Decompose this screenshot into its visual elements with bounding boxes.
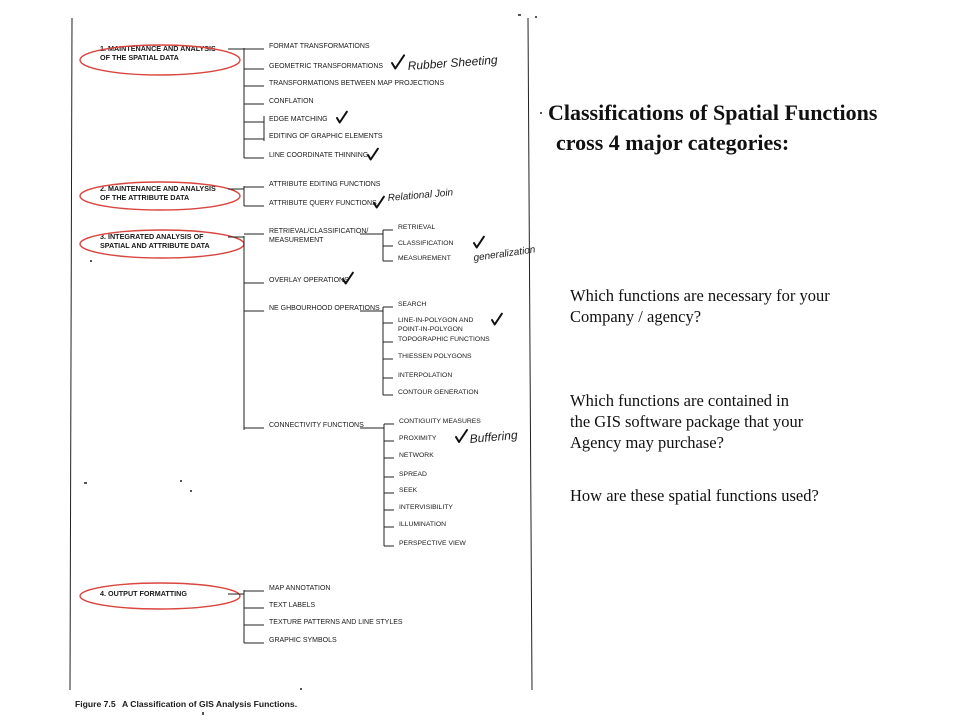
scan-speck (202, 712, 204, 715)
function-label: GRAPHIC SYMBOLS (269, 637, 337, 644)
headline-line-2: cross 4 major categories: (556, 130, 790, 155)
handwritten-note: Rubber Sheeting (407, 53, 498, 73)
scan-speck (300, 688, 302, 690)
checkmark-icon (373, 195, 385, 209)
function-label: LINE COORDINATE THINNING (269, 152, 368, 159)
scan-speck (535, 16, 537, 18)
subfunction-label: SPREAD (399, 471, 427, 478)
subfunction-label: LINE-IN-POLYGON AND (398, 317, 474, 324)
handwritten-note: Buffering (469, 428, 518, 446)
scan-speck (540, 112, 542, 114)
subfunction-label: CLASSIFICATION (398, 240, 453, 247)
scan-speck (180, 480, 182, 482)
subfunction-label: INTERVISIBILITY (399, 504, 453, 511)
function-label: GEOMETRIC TRANSFORMATIONS (269, 63, 383, 70)
subfunction-label: PROXIMITY (399, 435, 437, 442)
checkmark-icon (342, 271, 354, 285)
classification-tree: 1. MAINTENANCE AND ANALYSIS OF THE SPATI… (79, 43, 537, 644)
question-1: Which functions are necessary for your C… (570, 285, 830, 327)
subfunction-label: CONTOUR GENERATION (398, 389, 479, 396)
function-label: CONFLATION (269, 98, 314, 105)
question-2-line: the GIS software package that your (570, 412, 804, 431)
function-label: MAP ANNOTATION (269, 585, 330, 592)
function-label: MEASUREMENT (269, 237, 324, 244)
question-2-line: Agency may purchase? (570, 433, 724, 452)
red-circle-annotation (79, 582, 241, 610)
function-label: RETRIEVAL/CLASSIFICATION/ (269, 228, 368, 235)
function-label: TRANSFORMATIONS BETWEEN MAP PROJECTIONS (269, 80, 444, 87)
category-label: 3. INTEGRATED ANALYSIS OF (100, 232, 204, 241)
category-label: SPATIAL AND ATTRIBUTE DATA (100, 241, 210, 250)
headline-line-1: Classifications of Spatial Functions (548, 100, 878, 125)
question-1-line: Company / agency? (570, 307, 702, 326)
question-2: Which functions are contained in the GIS… (570, 390, 803, 453)
function-label: TEXTURE PATTERNS AND LINE STYLES (269, 619, 403, 626)
checkmark-icon (336, 110, 348, 124)
category-label: OF THE SPATIAL DATA (100, 53, 179, 62)
subfunction-label: RETRIEVAL (398, 224, 435, 231)
checkmark-icon (367, 147, 379, 161)
scan-speck (518, 14, 521, 16)
question-3-line: How are these spatial functions used? (570, 486, 819, 505)
handwritten-note: generalization (473, 244, 537, 264)
subfunction-label: TOPOGRAPHIC FUNCTIONS (398, 336, 490, 343)
checkmark-icon (491, 312, 503, 326)
scan-speck (190, 490, 192, 492)
function-label: ATTRIBUTE EDITING FUNCTIONS (269, 181, 381, 188)
function-label: ATTRIBUTE QUERY FUNCTIONS (269, 200, 377, 207)
function-label: CONNECTIVITY FUNCTIONS (269, 422, 364, 429)
red-circle-annotation (79, 181, 241, 211)
function-label: EDITING OF GRAPHIC ELEMENTS (269, 133, 383, 140)
checkmark-icon (391, 54, 406, 70)
subfunction-label: POINT-IN-POLYGON (398, 326, 463, 333)
subfunction-label: NETWORK (399, 452, 434, 459)
figure-caption-text: A Classification of GIS Analysis Functio… (122, 699, 297, 709)
subfunction-label: ILLUMINATION (399, 521, 446, 528)
subfunction-label: SEEK (399, 487, 418, 494)
page-right-edge (527, 17, 533, 691)
handwritten-note: Relational Join (387, 187, 454, 204)
subfunction-label: CONTIGUITY MEASURES (399, 418, 481, 425)
question-2-line: Which functions are contained in (570, 391, 790, 410)
function-label: TEXT LABELS (269, 602, 316, 609)
subfunction-label: MEASUREMENT (398, 255, 451, 262)
question-1-line: Which functions are necessary for your (570, 286, 830, 305)
question-3: How are these spatial functions used? (570, 485, 819, 506)
subfunction-label: INTERPOLATION (398, 372, 452, 379)
category-label: 1. MAINTENANCE AND ANALYSIS (100, 44, 216, 53)
subfunction-label: THIESSEN POLYGONS (398, 353, 472, 360)
subfunction-label: PERSPECTIVE VIEW (399, 540, 466, 547)
figure-caption-number: Figure 7.5 (75, 699, 116, 709)
category-label: OF THE ATTRIBUTE DATA (100, 193, 189, 202)
red-circle-annotation (79, 44, 241, 76)
page-left-edge (69, 17, 73, 691)
scan-speck (84, 482, 87, 484)
checkmark-icon (473, 235, 485, 249)
category-label: 4. OUTPUT FORMATTING (100, 589, 187, 598)
category-label: 2. MAINTENANCE AND ANALYSIS (100, 184, 216, 193)
function-label: OVERLAY OPERATIONS (269, 277, 349, 284)
function-label: EDGE MATCHING (269, 116, 328, 123)
checkmark-icon (455, 429, 468, 443)
function-label: FORMAT TRANSFORMATIONS (269, 43, 370, 50)
function-label: NE GHBOURHOOD OPERATIONS (269, 305, 380, 312)
subfunction-label: SEARCH (398, 301, 426, 308)
scan-speck (90, 260, 92, 262)
